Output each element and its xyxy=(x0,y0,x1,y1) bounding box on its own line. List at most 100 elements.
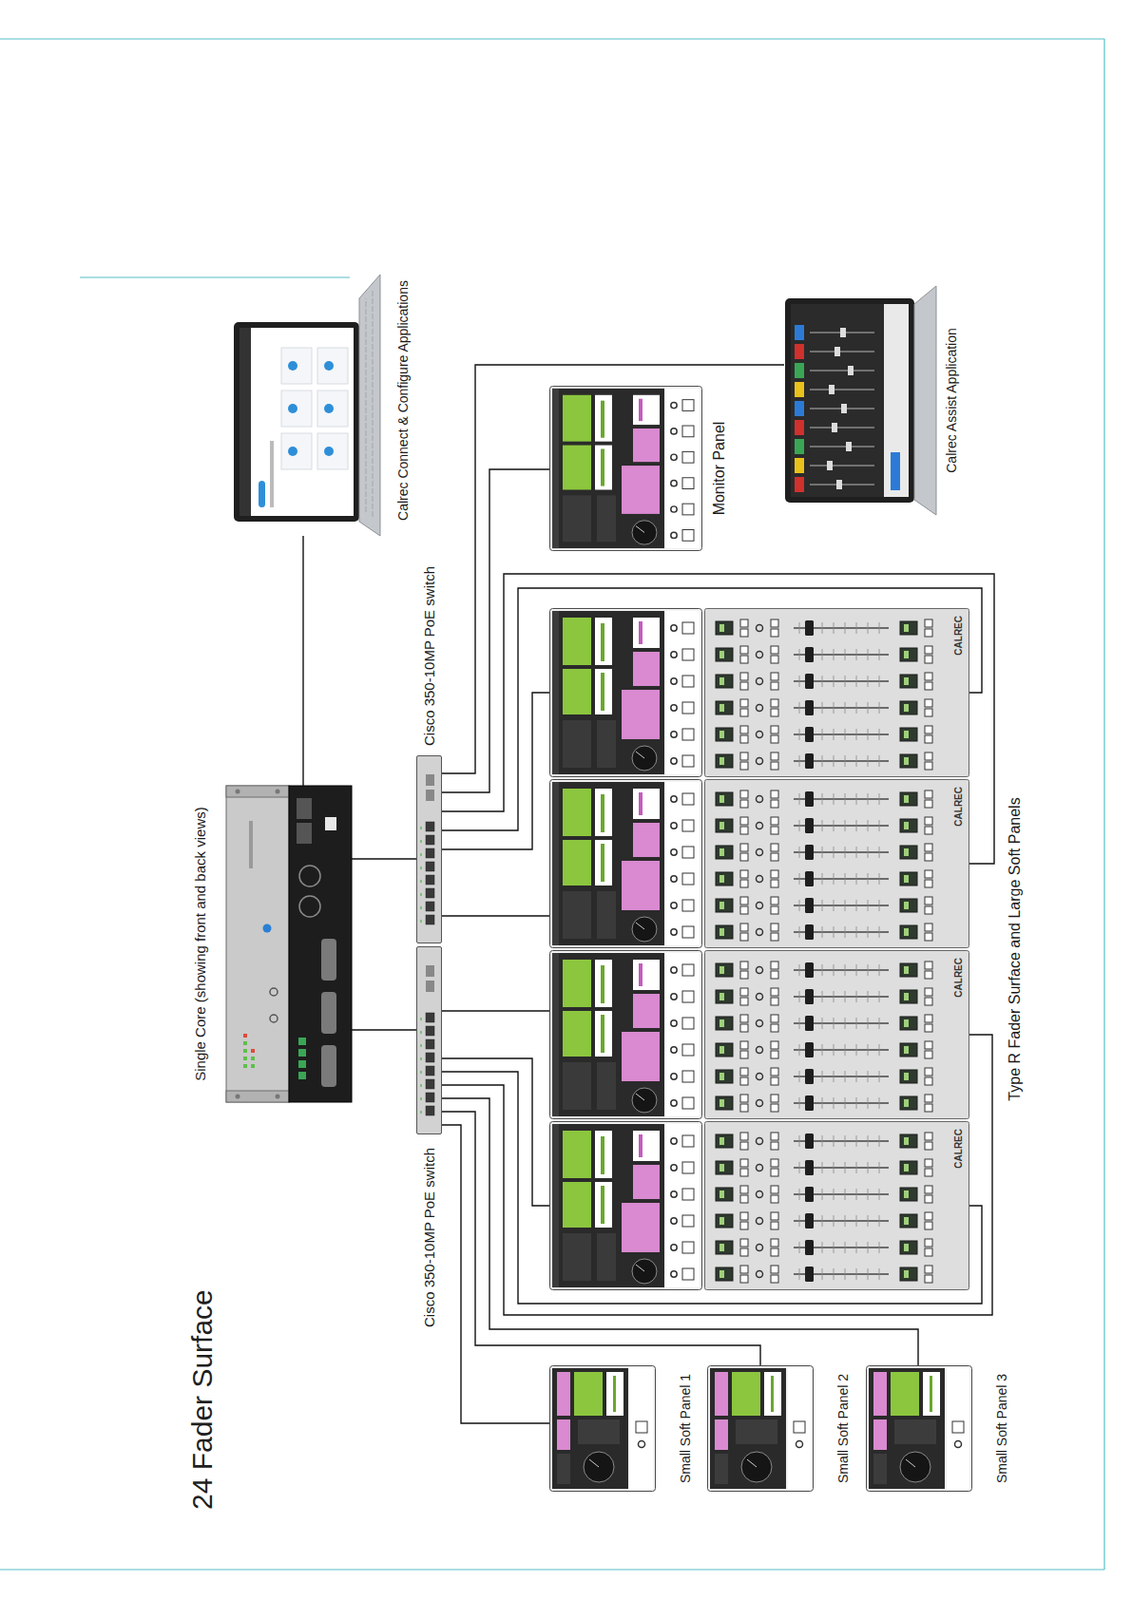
cable-line xyxy=(441,1058,550,1207)
assist-laptop-drawing xyxy=(831,422,838,433)
core-unit-drawing xyxy=(275,789,281,795)
assist-laptop-drawing xyxy=(914,286,937,516)
assist-laptop-drawing xyxy=(794,401,805,417)
assist-laptop-drawing xyxy=(847,365,854,376)
assist-laptop-drawing xyxy=(794,477,805,493)
core-unit-drawing xyxy=(226,786,289,798)
core-unit-drawing xyxy=(269,988,278,997)
fader-bay: CALREC xyxy=(549,608,970,778)
cable-line xyxy=(441,574,995,864)
cable-line xyxy=(441,692,550,850)
poe-switch: Cisco 350-10MP PoE switch xyxy=(416,562,442,944)
core-unit-drawing xyxy=(321,939,337,1088)
assist-laptop-drawing xyxy=(794,382,805,398)
fader-surface-drawing xyxy=(705,951,970,1120)
small-soft-panel-drawing xyxy=(550,1366,973,1493)
monitor-panel: Monitor Panel xyxy=(549,385,729,552)
core-unit-drawing xyxy=(299,896,321,918)
assist-laptop-drawing xyxy=(845,441,852,452)
assist-laptop-drawing xyxy=(809,369,875,372)
config-laptop-drawing xyxy=(281,347,312,384)
page-frame xyxy=(79,276,350,278)
config-laptop-drawing xyxy=(233,322,360,522)
assist-laptop-drawing xyxy=(826,327,854,490)
fader-surface-drawing xyxy=(550,609,970,1291)
fader-surface-drawing xyxy=(705,609,970,778)
fader-bay: CALREC xyxy=(549,779,970,949)
config-laptop-drawing xyxy=(239,327,251,517)
logo-text: CALREC xyxy=(953,958,965,998)
device-label: Type R Fader Surface and Large Soft Pane… xyxy=(1005,797,1024,1101)
config-laptop-drawing xyxy=(324,361,334,371)
assist-laptop: Calrec Assist Application xyxy=(784,286,960,516)
device-label: Monitor Panel xyxy=(709,422,729,517)
config-laptop-drawing xyxy=(317,390,348,427)
poe-switch: Cisco 350-10MP PoE switch xyxy=(416,946,442,1328)
logo-text: CALREC xyxy=(953,786,965,827)
fader-surface-drawing xyxy=(550,951,703,1120)
core-unit-drawing xyxy=(249,821,253,869)
core-unit-drawing xyxy=(321,992,337,1035)
assist-laptop-drawing xyxy=(834,346,841,357)
config-laptop-drawing xyxy=(281,433,312,470)
cable-line xyxy=(441,588,982,831)
core-unit-drawing xyxy=(288,786,352,1103)
assist-laptop-drawing xyxy=(809,464,875,467)
core-unit-drawing xyxy=(263,924,272,934)
small-soft-panel-drawing xyxy=(550,1366,656,1493)
cable-line xyxy=(351,858,417,860)
assist-laptop-drawing xyxy=(809,388,875,391)
fader-surface-drawing xyxy=(550,1122,703,1291)
cable-line xyxy=(441,1072,982,1305)
device-label: Small Soft Panel 2 xyxy=(835,1374,852,1484)
cable-line xyxy=(302,536,304,787)
assist-laptop-drawing xyxy=(883,304,909,498)
core-unit-drawing xyxy=(250,1064,255,1069)
config-laptop-drawing xyxy=(287,361,334,457)
page-frame xyxy=(0,1569,1105,1571)
core-unit-drawing xyxy=(275,1094,281,1100)
assist-laptop-drawing xyxy=(840,327,846,338)
switch-drawing xyxy=(417,756,442,1135)
fader-surface-group: Type R Fader Surface and Large Soft Pane… xyxy=(543,602,1024,1297)
assist-laptop-drawing xyxy=(794,325,805,341)
config-laptop: Calrec Connect & Configure Applications xyxy=(232,265,412,537)
fader-bay: CALREC xyxy=(549,950,970,1120)
assist-laptop-drawing xyxy=(828,384,835,395)
config-laptop-drawing xyxy=(281,390,312,427)
core-unit-drawing xyxy=(250,1056,255,1061)
core-unit-drawing xyxy=(243,1056,248,1061)
core-unit-drawing xyxy=(226,786,352,1103)
diagram-title: 24 Fader Surface xyxy=(186,1289,219,1511)
core-unit-drawing xyxy=(243,1064,248,1069)
config-laptop-drawing xyxy=(258,480,266,508)
core-unit-drawing xyxy=(296,823,312,845)
fader-surface-drawing xyxy=(550,780,703,949)
config-laptop-drawing xyxy=(365,288,373,518)
fader-surface-drawing xyxy=(705,780,970,949)
core-unit-drawing xyxy=(299,865,321,887)
config-laptop-drawing xyxy=(287,361,298,371)
assist-laptop-drawing xyxy=(794,363,805,379)
config-laptop-drawing xyxy=(324,446,334,457)
assist-laptop-drawing xyxy=(809,350,875,353)
core-unit-drawing xyxy=(298,1037,307,1046)
small-soft-panel: Small Soft Panel 3 xyxy=(865,1365,1011,1493)
core-unit-drawing xyxy=(235,789,281,1100)
core-unit-drawing xyxy=(235,789,241,795)
config-laptop-drawing xyxy=(359,274,381,537)
core-unit-drawing xyxy=(235,1094,241,1100)
cable-line xyxy=(441,1010,550,1012)
monitor-panel-drawing xyxy=(550,385,703,551)
config-laptop-drawing xyxy=(269,441,274,508)
monitor-panel-drawing xyxy=(550,385,703,551)
assist-laptop-drawing xyxy=(790,304,909,498)
core-unit-drawing xyxy=(226,1091,289,1103)
page-frame xyxy=(1103,38,1105,1571)
assist-laptop-drawing xyxy=(841,403,847,414)
device-label: Single Core (showing front and back view… xyxy=(191,806,210,1081)
core-unit-drawing xyxy=(321,939,337,981)
cable-line xyxy=(441,1098,919,1366)
assist-laptop-drawing xyxy=(809,332,875,485)
